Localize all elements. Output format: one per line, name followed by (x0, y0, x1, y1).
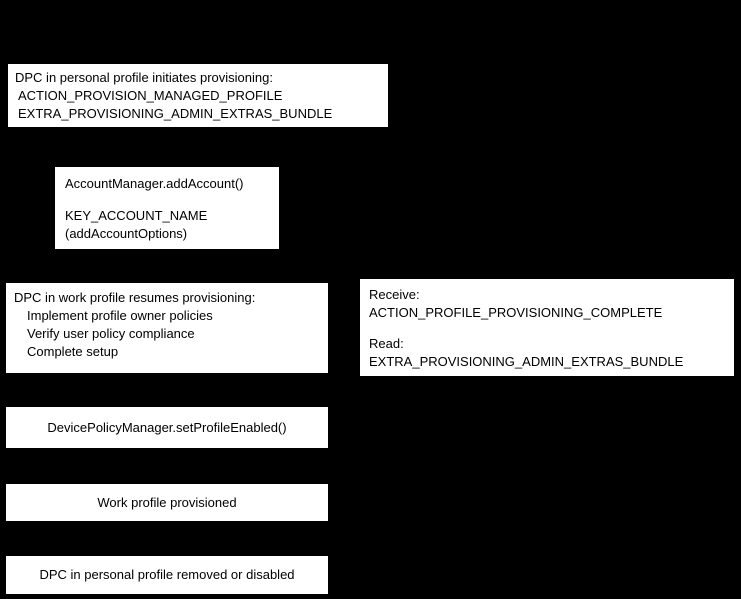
flow-box-line: DPC in personal profile initiates provis… (15, 70, 273, 85)
flow-box-line: Verify user policy compliance (27, 326, 195, 341)
flow-box-line: Complete setup (27, 344, 119, 359)
flow-box-line: (addAccountOptions) (65, 226, 188, 241)
flow-box-line: EXTRA_PROVISIONING_ADMIN_EXTRAS_BUNDLE (18, 106, 333, 121)
flow-box-line: Read: (369, 336, 404, 351)
flow-box-line: Implement profile owner policies (27, 308, 213, 323)
flow-box-line: ACTION_PROVISION_MANAGED_PROFILE (18, 88, 283, 103)
flow-box-line: Work profile provisioned (97, 494, 237, 510)
flow-box-line: DPC in work profile resumes provisioning… (14, 290, 256, 305)
flow-box-line: ACTION_PROFILE_PROVISIONING_COMPLETE (369, 305, 663, 320)
flow-box-work-profile-provisioned: Work profile provisioned (6, 484, 328, 521)
flow-box-receive-provisioning-complete: Receive: ACTION_PROFILE_PROVISIONING_COM… (360, 279, 734, 376)
flow-box-line: AccountManager.addAccount() (65, 176, 244, 191)
flow-box-initiate-provisioning: DPC in personal profile initiates provis… (8, 64, 388, 127)
flow-box-line: DPC in personal profile removed or disab… (39, 567, 295, 582)
flow-box-line: Receive: (369, 287, 420, 302)
flow-box-add-account: AccountManager.addAccount() KEY_ACCOUNT_… (55, 167, 279, 249)
flow-box-resume-provisioning: DPC in work profile resumes provisioning… (6, 283, 328, 373)
flow-box-set-profile-enabled: DevicePolicyManager.setProfileEnabled() (6, 407, 328, 448)
flow-box-line: DevicePolicyManager.setProfileEnabled() (47, 419, 287, 435)
flow-box-line: EXTRA_PROVISIONING_ADMIN_EXTRAS_BUNDLE (369, 354, 684, 369)
flow-box-line: KEY_ACCOUNT_NAME (65, 208, 208, 223)
flow-box-dpc-removed-or-disabled: DPC in personal profile removed or disab… (6, 556, 328, 594)
